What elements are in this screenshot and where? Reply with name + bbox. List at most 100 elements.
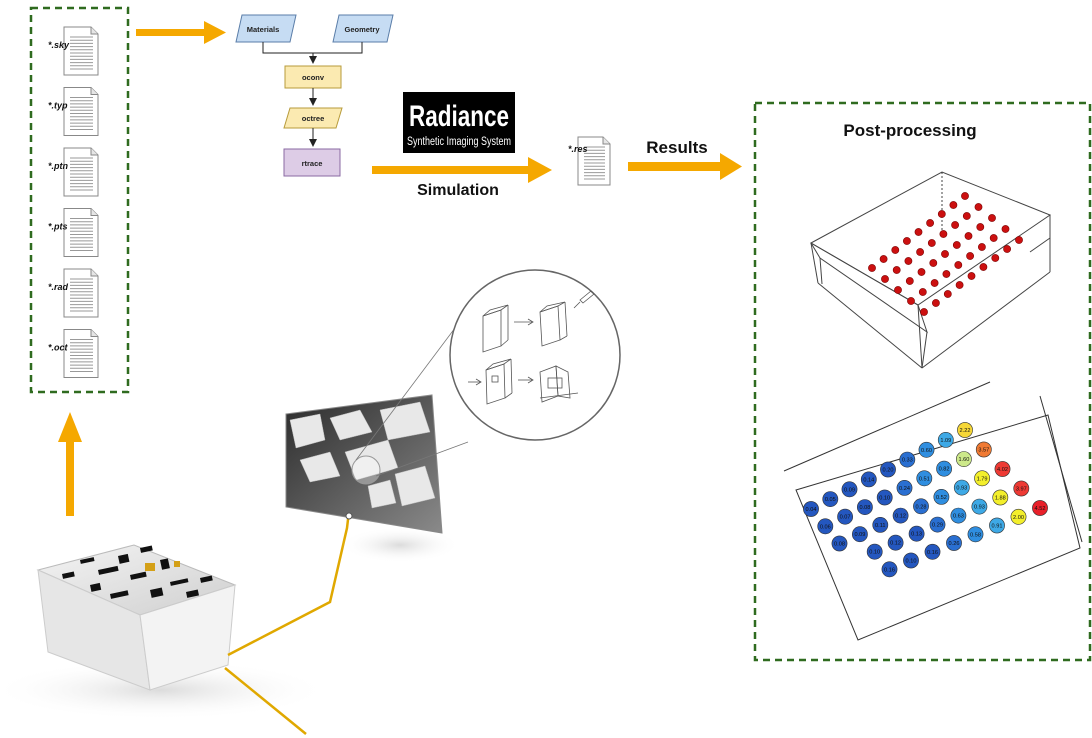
- sensor-point: [917, 268, 926, 276]
- illuminance-point: 0.29: [929, 516, 946, 533]
- room-model-3d: [809, 171, 1052, 369]
- illuminance-point: 0.24: [896, 479, 913, 496]
- illuminance-point: 0.16: [924, 543, 941, 560]
- illuminance-value: 0.16: [884, 567, 895, 573]
- radiance-logo: Radiance Synthetic Imaging System: [403, 92, 515, 153]
- zoom-inset: [449, 269, 621, 441]
- sensor-point: [932, 299, 940, 307]
- illuminance-value: 0.08: [834, 542, 845, 548]
- illuminance-value: 0.26: [949, 541, 960, 547]
- illuminance-grid-plane: [783, 381, 1083, 641]
- octree-node: [283, 107, 343, 129]
- illuminance-point: 0.10: [876, 489, 893, 506]
- illuminance-value: 1.09: [940, 438, 951, 444]
- illuminance-point: 0.11: [872, 517, 889, 533]
- illuminance-point: 2.22: [957, 422, 973, 438]
- illuminance-value: 3.97: [1016, 487, 1027, 493]
- sensor-point: [892, 266, 901, 274]
- illuminance-value: 0.93: [974, 505, 985, 511]
- illuminance-point: 0.60: [918, 441, 935, 458]
- post-processing-title: Post-processing: [843, 121, 976, 140]
- materials-node: [235, 14, 297, 43]
- sensor-point: [964, 232, 973, 240]
- illuminance-point: 0.09: [841, 481, 858, 498]
- illuminance-point: 0.08: [857, 499, 873, 515]
- illuminance-point: 0.12: [887, 534, 904, 551]
- illuminance-value: 0.09: [844, 487, 855, 493]
- illuminance-value: 0.08: [859, 505, 870, 511]
- radiance-flowchart: Materials Geometry oconv octree rtrace: [235, 14, 394, 177]
- arrow-files-to-flowchart: [136, 21, 226, 44]
- illuminance-point: 0.13: [908, 525, 925, 542]
- sensor-point: [881, 275, 889, 283]
- sensor-point: [927, 239, 936, 247]
- sensor-point: [961, 192, 969, 200]
- illuminance-point: 1.79: [974, 470, 990, 487]
- result-file-label: *.res: [568, 144, 588, 154]
- illuminance-value: 0.16: [927, 550, 938, 556]
- radiance-logo-title: Radiance: [409, 100, 509, 133]
- arrow-model-to-files: [58, 412, 82, 516]
- sensor-point: [991, 254, 1000, 262]
- sensor-point: [941, 250, 949, 258]
- rtrace-label: rtrace: [302, 159, 323, 168]
- illuminance-value: 3.57: [978, 448, 989, 454]
- illuminance-value: 0.12: [895, 514, 906, 520]
- input-file-icon: [63, 87, 99, 136]
- illuminance-point: 0.06: [817, 518, 834, 535]
- display-screen: [285, 394, 460, 563]
- illuminance-point: 0.05: [822, 491, 839, 507]
- illuminance-value: 2.22: [960, 428, 971, 434]
- post-processing-panel: [753, 101, 1092, 662]
- sensor-point: [942, 270, 951, 278]
- illuminance-value: 0.33: [902, 458, 913, 464]
- illuminance-point: 0.14: [860, 471, 877, 488]
- input-file-icon: [63, 26, 99, 76]
- illuminance-point: 0.10: [866, 543, 883, 560]
- illuminance-value: 0.20: [883, 468, 894, 474]
- illuminance-value: 2.00: [1013, 515, 1024, 521]
- illuminance-value: 0.91: [992, 524, 1003, 530]
- illuminance-value: 0.29: [932, 523, 943, 529]
- illuminance-value: 0.60: [921, 448, 932, 454]
- sensor-point: [1001, 225, 1010, 233]
- illuminance-point: 3.57: [975, 441, 992, 458]
- sensor-point: [943, 290, 952, 298]
- radiance-logo-subtitle: Synthetic Imaging System: [407, 136, 511, 148]
- oconv-label: oconv: [302, 73, 325, 82]
- illuminance-point: 2.00: [1010, 508, 1027, 525]
- illuminance-value: 0.82: [939, 467, 950, 473]
- sensor-point: [967, 272, 976, 280]
- illuminance-value: 0.10: [906, 559, 917, 565]
- sensor-point: [976, 223, 985, 231]
- illuminance-value: 0.28: [916, 504, 927, 510]
- illuminance-value: 0.24: [899, 486, 910, 492]
- sensor-point: [989, 234, 998, 242]
- illuminance-point: 0.09: [852, 526, 868, 543]
- illuminance-value: 1.60: [958, 457, 969, 463]
- sensor-point: [951, 221, 959, 229]
- illuminance-value: 4.52: [1035, 506, 1046, 512]
- input-file-icon: [63, 329, 99, 378]
- illuminance-point: 0.82: [936, 460, 952, 477]
- sensor-point: [1003, 245, 1011, 253]
- result-file: *.res: [568, 136, 611, 186]
- input-file-label: *.oct: [48, 343, 69, 353]
- rtrace-node: [283, 148, 341, 177]
- sensor-point: [918, 288, 927, 296]
- illuminance-value: 0.09: [854, 532, 865, 538]
- illuminance-point: 0.58: [967, 526, 984, 543]
- illuminance-point: 0.93: [953, 479, 970, 496]
- illuminance-value: 0.04: [806, 507, 817, 513]
- input-file-icon: [63, 208, 99, 257]
- sensor-point: [904, 257, 913, 265]
- illuminance-value: 0.12: [890, 541, 901, 547]
- sensor-point: [907, 297, 915, 305]
- illuminance-point: 0.52: [933, 488, 950, 505]
- illuminance-point: 0.16: [881, 561, 898, 578]
- illuminance-value: 0.14: [863, 477, 874, 483]
- simulation-label: Simulation: [417, 182, 499, 199]
- illuminance-point: 0.51: [916, 470, 933, 487]
- sensor-point: [929, 259, 938, 267]
- illuminance-value: 4.02: [997, 467, 1008, 473]
